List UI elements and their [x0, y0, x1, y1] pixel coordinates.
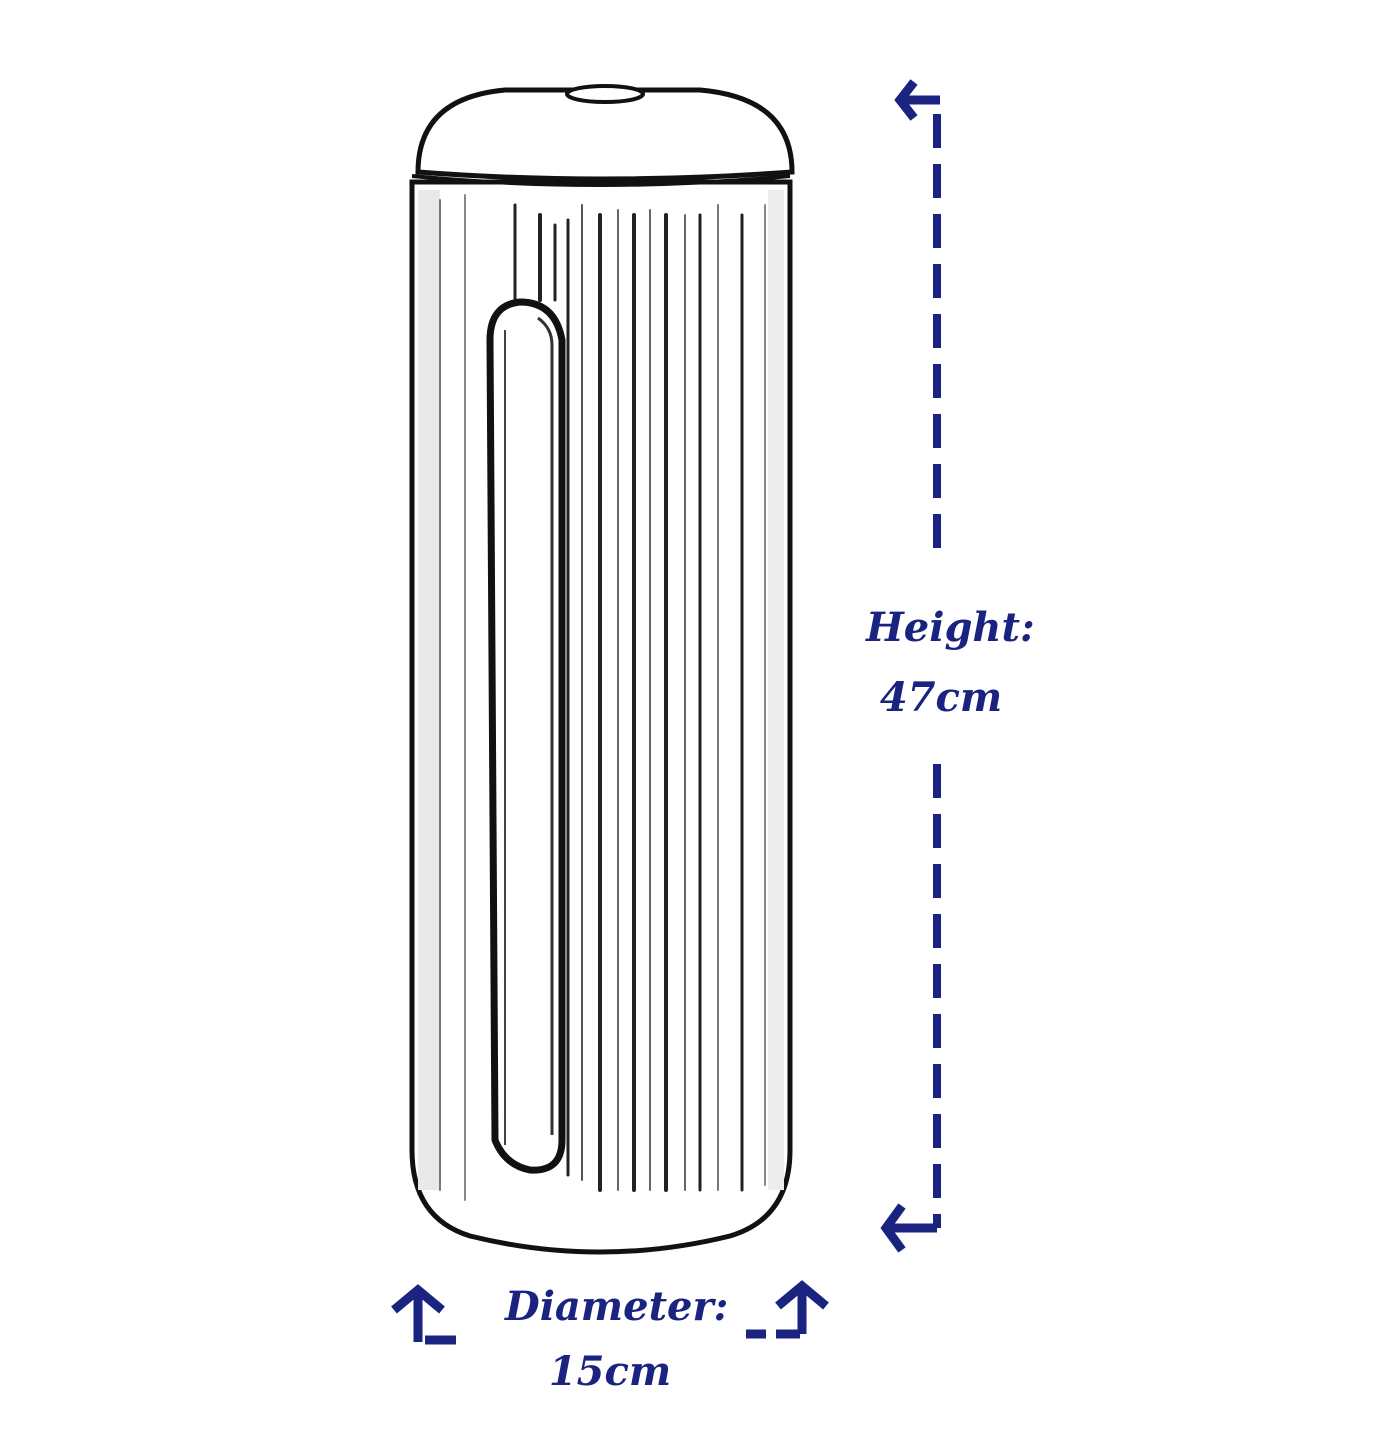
- body-shading: [418, 190, 784, 1190]
- diameter-value: 15cm: [548, 1348, 672, 1395]
- height-value: 47cm: [879, 674, 1003, 721]
- left-diameter-arrow-icon: [391, 1284, 456, 1345]
- height-label: Height:: [866, 604, 1035, 651]
- diameter-label: Diameter:: [505, 1283, 729, 1330]
- bottom-arrow-icon: [880, 1203, 937, 1253]
- right-diameter-arrow-icon: [746, 1280, 829, 1339]
- ribs: [439, 194, 766, 1201]
- window-cutout: [486, 298, 566, 1174]
- lid: [411, 84, 795, 187]
- top-arrow-icon: [894, 79, 940, 121]
